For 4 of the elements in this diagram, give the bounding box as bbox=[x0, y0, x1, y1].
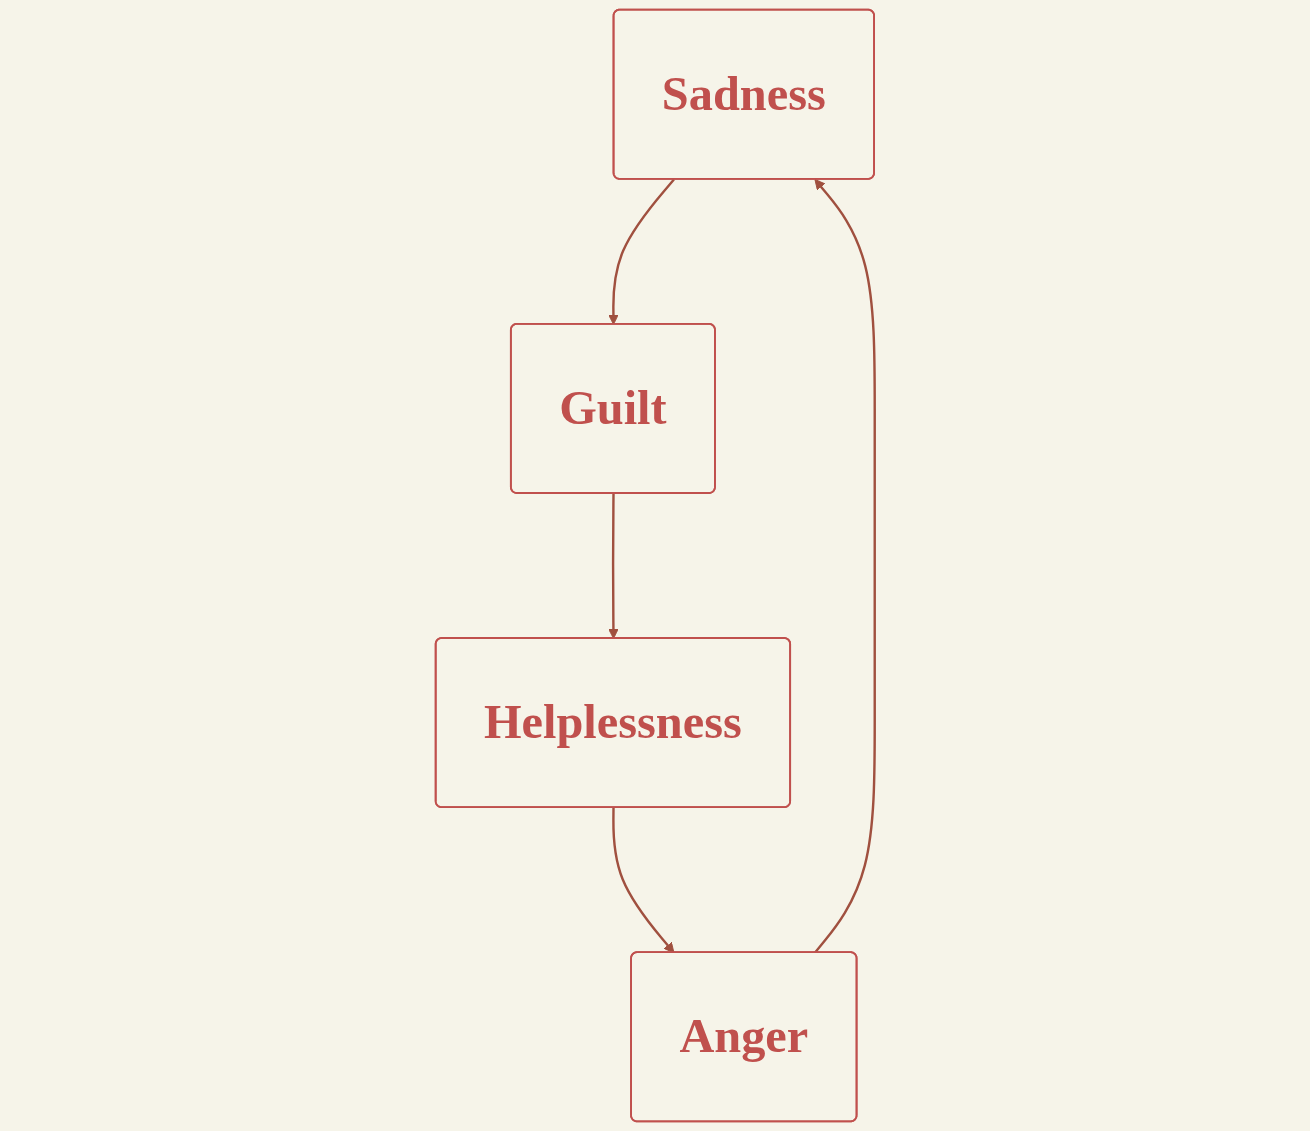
arrow bbox=[813, 178, 876, 954]
arrow bbox=[607, 493, 619, 640]
arrow bbox=[611, 807, 675, 954]
arrow bbox=[607, 178, 675, 325]
